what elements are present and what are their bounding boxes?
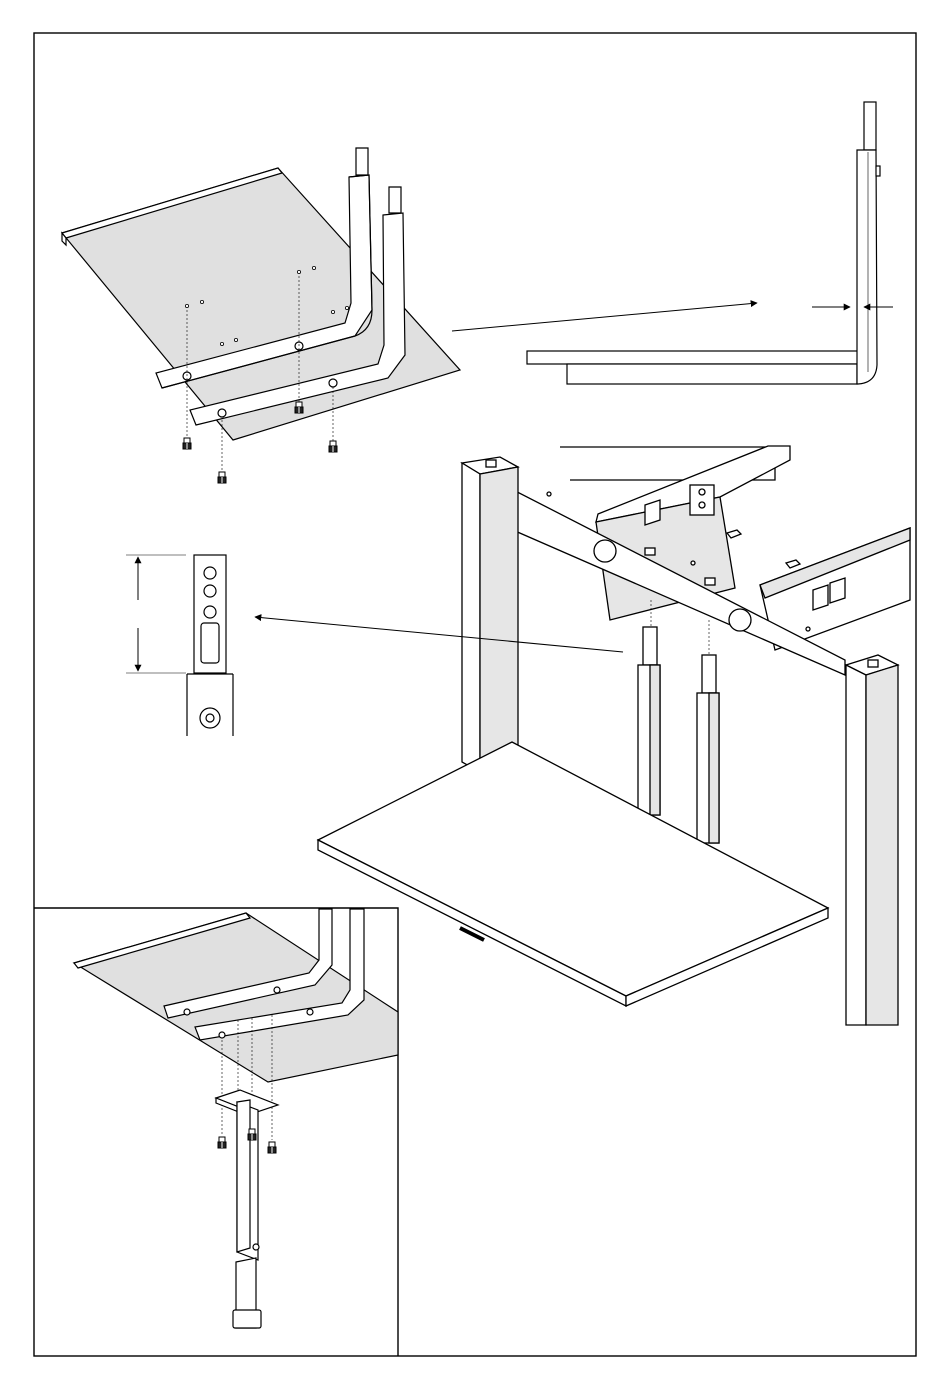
frame-shelf bbox=[318, 742, 828, 1006]
inset-leg-mounting bbox=[34, 908, 398, 1356]
detail-arrow-1 bbox=[452, 303, 757, 331]
detail-arrow-2 bbox=[255, 617, 623, 652]
frame-post-left bbox=[462, 457, 518, 772]
height-dimension bbox=[126, 555, 186, 673]
frame-post-right bbox=[846, 655, 898, 1025]
step-rails-to-panel bbox=[62, 148, 757, 483]
frame-bolts bbox=[727, 530, 800, 568]
adjustable-leg-1 bbox=[638, 600, 660, 815]
post-hole-detail bbox=[126, 555, 233, 736]
rail-alignment-detail bbox=[527, 102, 893, 384]
adjustable-leg-2 bbox=[697, 620, 719, 843]
